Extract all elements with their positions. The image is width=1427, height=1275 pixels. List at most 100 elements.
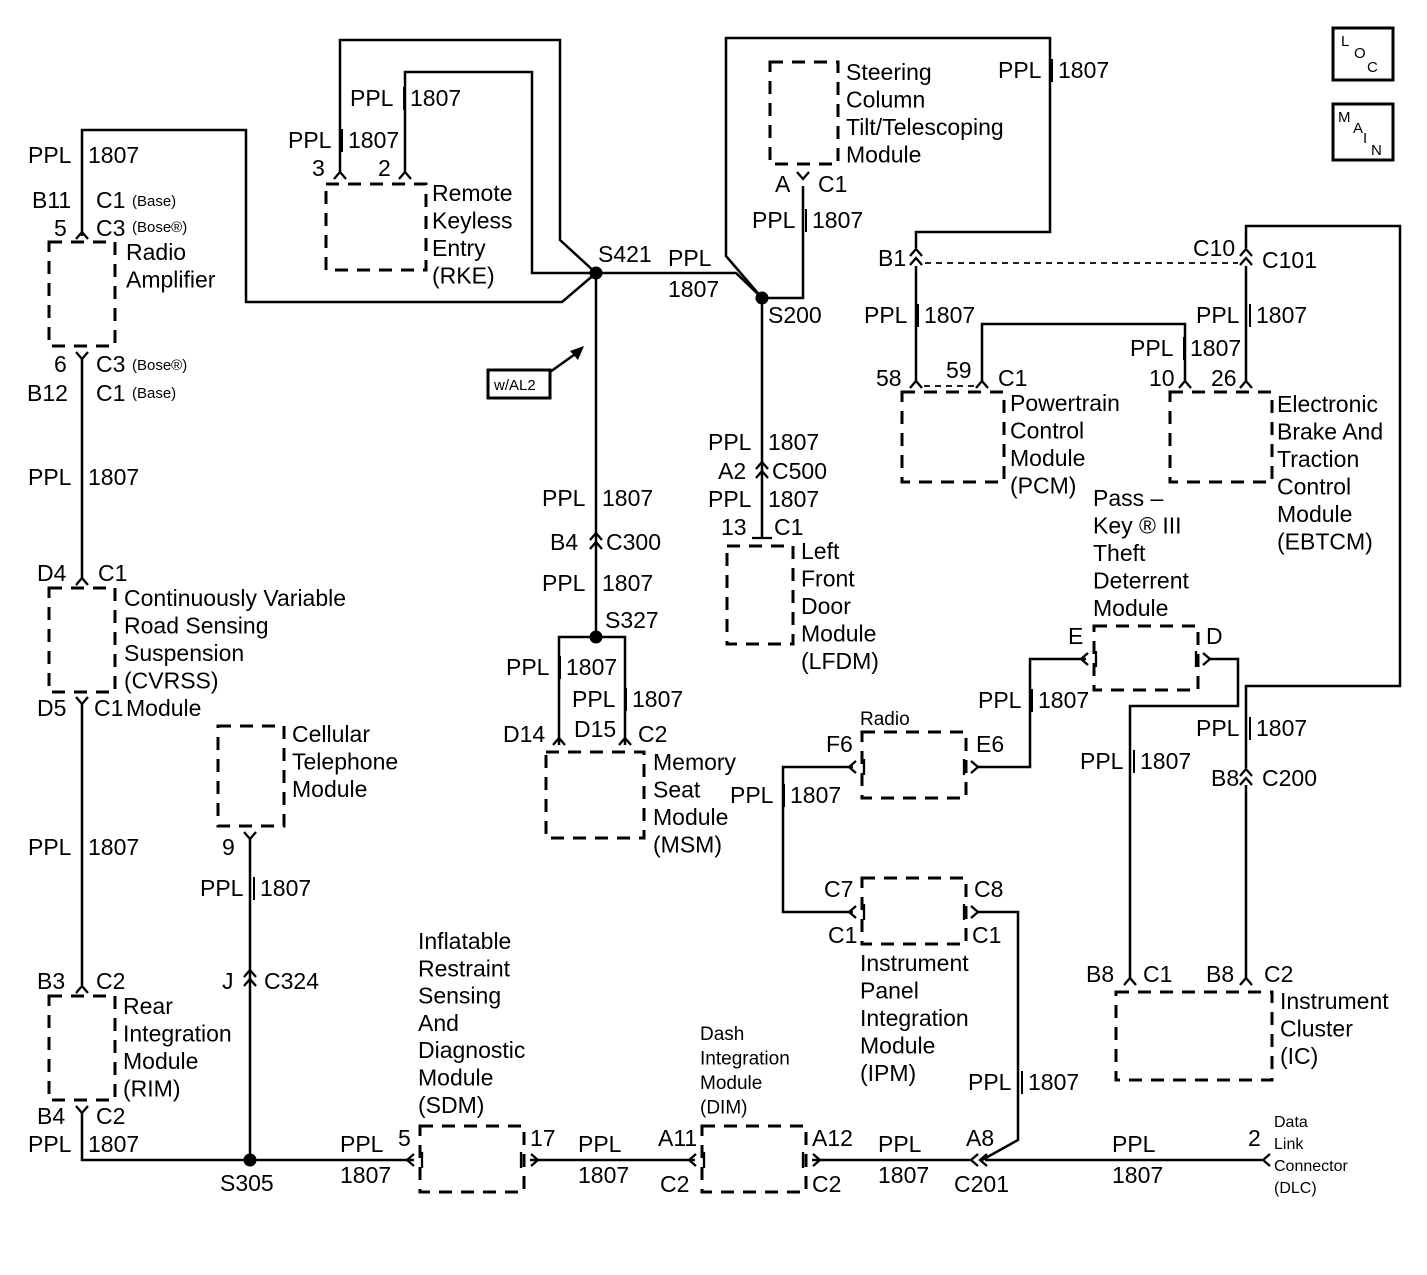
label-line: Powertrain: [1010, 390, 1120, 416]
s327-label: S327: [605, 607, 659, 633]
wire-circuit-label: 1807: [1028, 1069, 1079, 1095]
wire-circuit-label: 1807: [1058, 57, 1109, 83]
label-line: Control: [1010, 418, 1084, 444]
main-icon[interactable]: M A I N: [1331, 102, 1395, 162]
conn-c101-b1: [909, 247, 923, 266]
splice-s421: [589, 266, 603, 280]
ic-box: [1114, 990, 1274, 1082]
label-line: (LFDM): [801, 648, 879, 674]
wire-circuit-label: 1807: [1256, 715, 1307, 741]
wire-circuit-label: 1807: [1190, 335, 1241, 361]
conn-amp-5: [75, 230, 89, 240]
conn-pcm-58: [909, 379, 923, 389]
conn-label-lfdm-c1: C1: [774, 514, 803, 540]
conn-c200: [1239, 767, 1253, 786]
pin-c200-b8: B8: [1211, 765, 1239, 791]
label-line: Front: [801, 566, 855, 592]
pin-lfdm-13: 13: [721, 514, 747, 540]
conn-label-c500: C500: [772, 458, 827, 484]
conn-label-c101: C101: [1262, 247, 1317, 273]
splice-s327: [589, 630, 603, 644]
option-tag-label: w/AL2: [493, 377, 536, 394]
label-line: Module: [700, 1073, 762, 1094]
pin-sdm-17: 17: [530, 1125, 556, 1151]
conn-c300: [589, 531, 603, 550]
loc-icon[interactable]: L O C: [1331, 26, 1395, 82]
svg-text:O: O: [1354, 45, 1366, 62]
label-line: Radio: [126, 239, 186, 265]
rim-box: [47, 994, 117, 1102]
conn-rim-b4: [75, 1105, 89, 1115]
conn-label-pcm-c1: C1: [998, 365, 1027, 391]
svg-text:C: C: [1367, 59, 1378, 76]
sctm-box: [768, 60, 840, 166]
conn-dim-a12: [812, 1153, 822, 1167]
conn-rke-2: [398, 170, 412, 180]
wire-color-label: PPL: [998, 57, 1042, 83]
label-line: (DIM): [700, 1098, 747, 1119]
pin-ipm-c7: C7: [824, 876, 853, 902]
label-line: (CVRSS): [124, 668, 219, 694]
wire-color-label: PPL: [542, 570, 586, 596]
pin-cvrss-d4: D4: [37, 560, 67, 586]
conn-msm-d14: [552, 736, 566, 746]
label-line: Module: [418, 1065, 493, 1091]
svg-text:M: M: [1338, 109, 1351, 126]
svg-text:L: L: [1341, 33, 1349, 50]
connector-symbols: [75, 170, 1271, 1168]
conn-label-rim-c2-top: C2: [96, 968, 125, 994]
wire-color-label: PPL: [1196, 302, 1240, 328]
label-line: Electronic: [1277, 391, 1378, 417]
wire-rke3-to-s421: [338, 38, 597, 274]
pin-dim-a12: A12: [812, 1125, 853, 1151]
option-tag-al2: w/AL2: [486, 346, 584, 400]
label-line: Column: [846, 87, 925, 113]
wire-color-label: PPL: [878, 1131, 922, 1157]
label-line: Remote: [432, 180, 513, 206]
wire-circuit-label: 1807: [340, 1162, 391, 1188]
radio-label: Radio: [860, 709, 910, 730]
conn-radio-f6: [847, 760, 857, 774]
s421-label: S421: [598, 241, 652, 267]
conn-pcm-59: [975, 379, 989, 389]
splice-labels: S421 S200 S327 S305: [220, 241, 822, 1196]
label-line: Control: [1277, 474, 1351, 500]
pin-sdm-5: 5: [398, 1125, 411, 1151]
pin-amp-b11: B11: [32, 187, 71, 213]
wire-circuit-label: 1807: [1256, 302, 1307, 328]
wire-circuit-label: 1807: [668, 276, 719, 302]
pin-pcm-58: 58: [876, 365, 902, 391]
label-line: Entry: [432, 235, 486, 261]
label-line: Integration: [123, 1021, 232, 1047]
label-line: Connector: [1274, 1158, 1348, 1175]
svg-text:N: N: [1371, 142, 1382, 159]
pin-pk3-d: D: [1206, 623, 1223, 649]
cvrss-label-extra: Module: [126, 695, 201, 721]
wire-pk3-to-ic: [1128, 657, 1240, 978]
conn-cvrss-d5: [75, 696, 89, 706]
label-line: Link: [1274, 1136, 1304, 1153]
label-line: (RIM): [123, 1076, 180, 1102]
sdm-box: [418, 1124, 526, 1194]
label-line: Sensing: [418, 983, 501, 1009]
wire-color-label: PPL: [340, 1131, 384, 1157]
pin-c101-b1: B1: [878, 245, 906, 271]
conn-amp-6: [75, 351, 89, 361]
label-line: Deterrent: [1093, 568, 1189, 594]
conn-label-cvrss-c1-bottom: C1: [94, 695, 123, 721]
wire-color-label: PPL: [1112, 1131, 1156, 1157]
wire-color-label: PPL: [350, 85, 394, 111]
label-line: Module: [1010, 445, 1085, 471]
conn-cell-9: [243, 831, 257, 841]
pin-ic-b8b: B8: [1206, 961, 1234, 987]
variant-amp-base-bottom: (Base): [132, 385, 176, 402]
wire-color-label: PPL: [578, 1131, 622, 1157]
wire-color-label: PPL: [28, 1131, 72, 1157]
